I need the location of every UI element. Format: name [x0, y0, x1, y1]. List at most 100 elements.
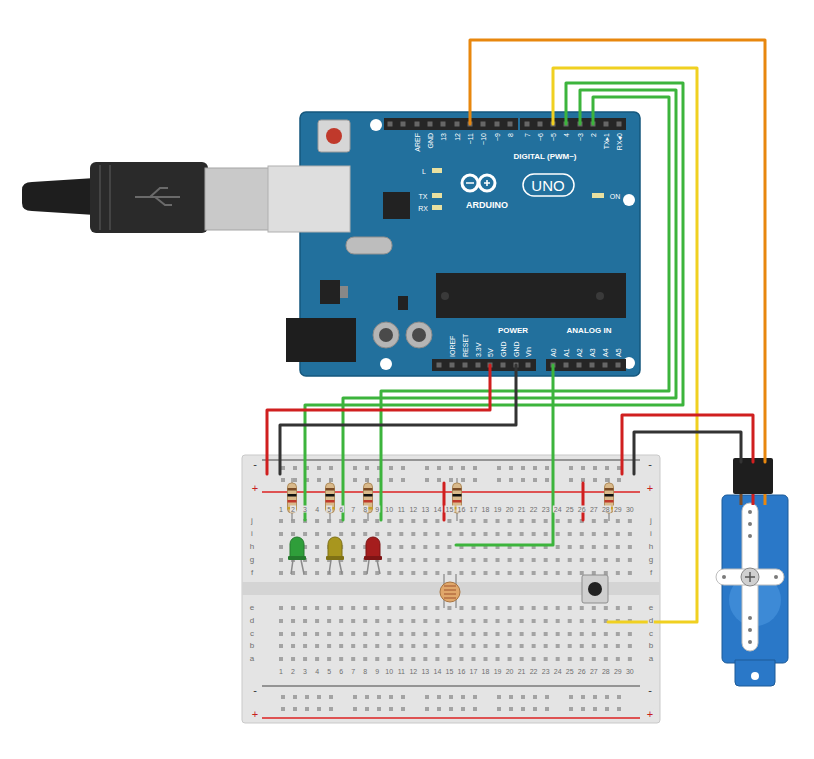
header-pin — [604, 122, 609, 127]
resistor-band — [605, 500, 614, 503]
pin-label: ~3 — [577, 133, 584, 141]
breadboard-hole — [544, 632, 548, 636]
column-number: 3 — [302, 668, 308, 675]
breadboard-hole — [484, 619, 488, 623]
pin-label: A2 — [576, 348, 583, 357]
breadboard-hole — [569, 466, 573, 470]
breadboard-hole — [447, 571, 451, 575]
header-pin — [577, 363, 582, 368]
breadboard-hole — [484, 644, 488, 648]
column-number: 29 — [613, 668, 623, 675]
breadboard-hole — [447, 619, 451, 623]
header-pin — [481, 122, 486, 127]
breadboard-hole — [628, 657, 632, 661]
breadboard-hole — [303, 644, 307, 648]
breadboard-hole — [423, 644, 427, 648]
column-number: 23 — [541, 668, 551, 675]
breadboard-hole — [449, 478, 453, 482]
row-letter: g — [249, 556, 255, 564]
breadboard-hole — [329, 466, 333, 470]
servo-horn-hole — [748, 534, 752, 538]
column-number: 11 — [397, 506, 406, 513]
servo-shaft-screw — [745, 572, 755, 582]
breadboard-hole — [581, 695, 585, 699]
column-number: 11 — [397, 668, 406, 675]
breadboard-hole — [532, 532, 536, 536]
resistor-symbol — [288, 478, 297, 521]
breadboard-hole — [353, 478, 357, 482]
header-pin — [616, 363, 621, 368]
breadboard-hole — [556, 657, 560, 661]
row-letter: c — [249, 630, 255, 638]
ground-wire — [280, 365, 516, 474]
header-pin — [388, 122, 393, 127]
breadboard-hole — [617, 466, 621, 470]
column-number: 13 — [420, 668, 430, 675]
breadboard-hole — [327, 632, 331, 636]
led-symbol — [288, 537, 306, 574]
breadboard-hole — [281, 695, 285, 699]
breadboard-hole — [377, 707, 381, 711]
column-number: 20 — [505, 506, 515, 513]
column-number: 18 — [481, 506, 491, 513]
ground-wire — [634, 432, 741, 474]
breadboard-hole — [305, 695, 309, 699]
led-rim — [364, 556, 382, 560]
led-rim — [326, 556, 344, 560]
board-led — [432, 205, 442, 210]
usb-chip — [383, 192, 410, 219]
breadboard-hole — [423, 532, 427, 536]
push-button-cap — [588, 582, 602, 596]
breadboard-hole — [471, 632, 475, 636]
breadboard-hole — [387, 644, 391, 648]
breadboard-hole — [520, 619, 524, 623]
breadboard-hole — [327, 657, 331, 661]
breadboard-hole — [628, 632, 632, 636]
capacitor — [406, 322, 432, 348]
header-pin — [441, 122, 446, 127]
breadboard-hole — [351, 532, 355, 536]
column-number: 6 — [338, 668, 344, 675]
breadboard-hole — [509, 695, 513, 699]
breadboard-hole — [496, 657, 500, 661]
breadboard-hole — [437, 695, 441, 699]
breadboard-hole — [461, 478, 465, 482]
regulator-tab — [340, 286, 348, 298]
mounting-hole — [623, 194, 635, 206]
led-body — [328, 537, 342, 558]
led-wire — [305, 83, 683, 520]
breadboard-hole — [315, 558, 319, 562]
header-pin — [428, 122, 433, 127]
pin-header — [384, 118, 518, 130]
breadboard-hole — [425, 695, 429, 699]
breadboard-hole — [580, 619, 584, 623]
capacitor — [373, 322, 399, 348]
mounting-hole — [370, 119, 382, 131]
row-letter: b — [648, 642, 654, 650]
breadboard-hole — [375, 644, 379, 648]
breadboard-hole — [592, 657, 596, 661]
breadboard-hole — [375, 606, 379, 610]
power-wire — [267, 365, 490, 474]
pin-label: RX◂0 — [616, 133, 623, 150]
breadboard-hole — [545, 466, 549, 470]
microcontroller — [436, 273, 626, 318]
servo-horn-hole — [748, 616, 752, 620]
breadboard-hole — [484, 519, 488, 523]
pin-label: IOREF — [449, 336, 456, 357]
column-number: 2 — [290, 668, 296, 675]
breadboard-hole — [568, 632, 572, 636]
breadboard-hole — [461, 466, 465, 470]
breadboard-hole — [592, 545, 596, 549]
column-number: 8 — [362, 506, 368, 513]
breadboard-hole — [617, 478, 621, 482]
breadboard-hole — [508, 532, 512, 536]
pin-label: A4 — [602, 348, 609, 357]
breadboard-hole — [351, 571, 355, 575]
breadboard-hole — [387, 519, 391, 523]
breadboard-hole — [568, 519, 572, 523]
usb-plug-grip — [90, 162, 208, 233]
breadboard-hole — [471, 657, 475, 661]
breadboard-hole — [520, 519, 524, 523]
row-letter: f — [649, 569, 653, 577]
